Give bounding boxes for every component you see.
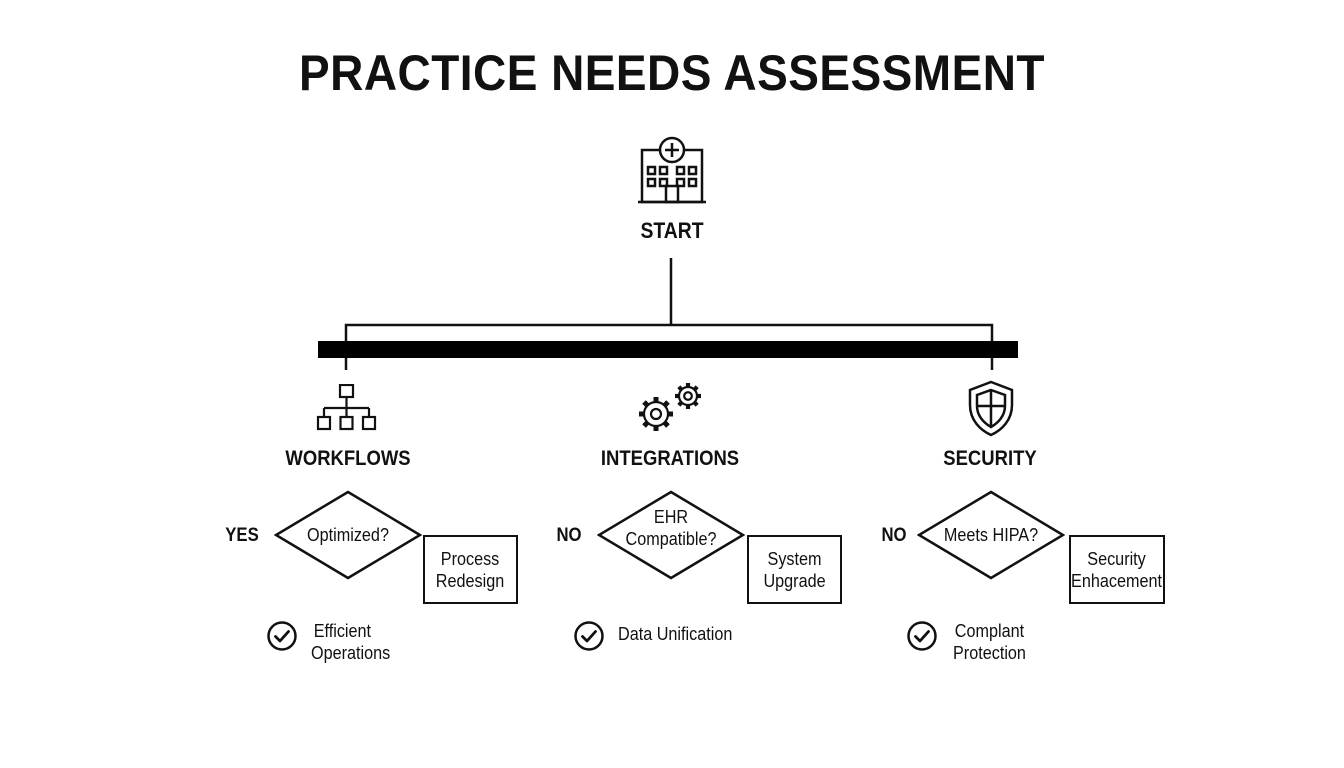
action-integrations-line1: System <box>767 548 822 569</box>
decision-diamond-integrations <box>597 490 745 580</box>
gears-icon <box>639 383 701 431</box>
hospital-icon <box>638 136 706 204</box>
question-workflows: Optimized? <box>307 525 389 545</box>
answer-security: NO <box>881 525 907 546</box>
action-box-security: Security Enhacement <box>1069 535 1165 604</box>
start-label: START <box>640 218 704 243</box>
action-box-workflows: Process Redesign <box>423 535 518 604</box>
action-security-line1: Security <box>1087 548 1147 569</box>
outcome-security-line2: Protection <box>953 643 1026 663</box>
outcome-workflows: Efficient Operations <box>311 620 390 664</box>
action-workflows-line1: Process <box>441 548 500 569</box>
question-integrations: EHR Compatible? <box>604 506 737 550</box>
question-integrations-line2: Compatible? <box>625 529 717 549</box>
outcome-security: Complant Protection <box>953 620 1026 664</box>
answer-workflows: YES <box>225 525 259 546</box>
action-box-integrations: System Upgrade <box>747 535 842 604</box>
check-circle-icon <box>907 621 937 651</box>
fork-bar <box>318 341 1018 358</box>
outcome-security-line1: Complant <box>954 621 1025 641</box>
check-circle-icon <box>267 621 297 651</box>
decision-diamond-security <box>917 490 1065 580</box>
action-security-line2: Enhacement <box>1071 570 1163 591</box>
check-circle-icon <box>574 621 604 651</box>
outcome-integrations: Data Unification <box>618 624 733 644</box>
page-title: PRACTICE NEEDS ASSESSMENT <box>299 45 1045 101</box>
outcome-workflows-line2: Operations <box>311 643 391 663</box>
answer-integrations: NO <box>556 525 582 546</box>
category-workflows: WORKFLOWS <box>285 447 411 470</box>
category-integrations: INTEGRATIONS <box>600 447 740 470</box>
category-security: SECURITY <box>943 447 1037 470</box>
action-workflows-line2: Redesign <box>436 570 505 591</box>
org-chart-icon <box>316 384 377 431</box>
question-integrations-line1: EHR <box>653 507 689 527</box>
shield-icon <box>968 380 1014 437</box>
action-integrations-line2: Upgrade <box>763 570 826 591</box>
outcome-workflows-line1: Efficient <box>313 621 372 641</box>
question-security: Meets HIPA? <box>943 525 1039 545</box>
decision-diamond-workflows <box>274 490 422 580</box>
